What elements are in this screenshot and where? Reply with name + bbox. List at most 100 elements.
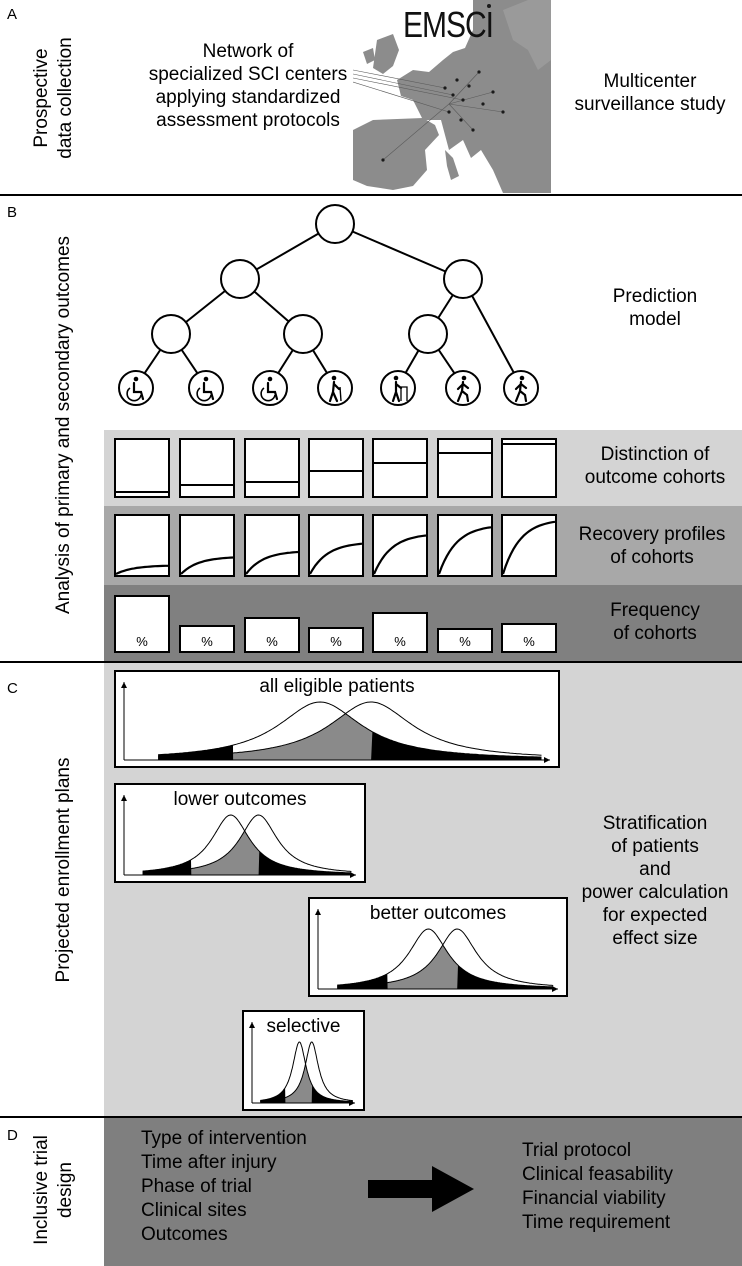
- frequency-bar: %: [437, 628, 493, 653]
- distinction-box: [308, 438, 364, 498]
- recovery-curve: [116, 564, 168, 575]
- europe-map-svg: [353, 0, 551, 193]
- plot-lower-outcomes: lower outcomes: [114, 783, 366, 883]
- recovery-line: [246, 550, 298, 575]
- recovery-box: [179, 514, 235, 577]
- distribution-curves: [121, 795, 356, 878]
- network-text: Network of specialized SCI centers apply…: [148, 41, 348, 131]
- panel-b-letter: B: [7, 204, 18, 221]
- trial-inputs-list: Type of intervention Time after injury P…: [141, 1127, 307, 1247]
- distinction-box: [501, 438, 557, 498]
- list-item: Clinical feasability: [522, 1164, 674, 1185]
- percent-label: %: [136, 634, 148, 649]
- overlap-area: [158, 714, 542, 760]
- percent-label: %: [266, 634, 278, 649]
- cohort-level-line: [181, 484, 233, 486]
- panel-d-letter: D: [7, 1127, 18, 1144]
- divider-ab: [0, 194, 742, 196]
- list-item: Phase of trial: [141, 1176, 252, 1197]
- recovery-curve: [439, 526, 491, 575]
- study-text: Multicenter surveillance study: [574, 71, 726, 115]
- distinction-box: [244, 438, 300, 498]
- cohort-level-line: [116, 491, 168, 493]
- plot-all-eligible: all eligible patients: [114, 670, 560, 768]
- panel-c-letter: C: [7, 680, 18, 697]
- recovery-label: Recovery profiles of cohorts: [578, 524, 726, 568]
- plot-title: better outcomes: [369, 903, 507, 924]
- distribution-line: [142, 814, 352, 874]
- percent-label: %: [523, 634, 535, 649]
- panel-a-letter: A: [7, 6, 18, 23]
- tail-area: [337, 973, 388, 989]
- recovery-box: [501, 514, 557, 577]
- tail-area: [258, 851, 352, 875]
- panel-c-side-label: Projected enrollment plans: [53, 757, 74, 983]
- percent-label: %: [394, 634, 406, 649]
- tree-node: [283, 314, 323, 354]
- distribution-curves: [249, 1022, 355, 1106]
- plot-selective: selective: [242, 1010, 365, 1111]
- recovery-line: [181, 556, 233, 575]
- cohort-level-line: [374, 462, 426, 464]
- recovery-line: [116, 564, 168, 575]
- list-item: Outcomes: [141, 1224, 228, 1245]
- stratification-text: Stratification of patients and power cal…: [581, 813, 729, 949]
- list-item: Time after injury: [141, 1152, 277, 1173]
- plot-better-outcomes: better outcomes: [308, 897, 568, 997]
- distribution-line: [260, 1041, 353, 1103]
- distinction-box: [437, 438, 493, 498]
- distribution-line: [337, 928, 554, 988]
- recovery-box: [244, 514, 300, 577]
- tail-area: [371, 731, 542, 760]
- axis-lines: [123, 682, 550, 761]
- frequency-bar: %: [501, 623, 557, 653]
- list-item: Time requirement: [522, 1212, 671, 1233]
- europe-map: EMSCI: [353, 0, 551, 193]
- distribution-line: [337, 928, 554, 988]
- trial-outputs-list: Trial protocol Clinical feasability Fina…: [522, 1139, 673, 1235]
- tree-node: [220, 259, 260, 299]
- recovery-box: [308, 514, 364, 577]
- axis-lines: [123, 795, 356, 876]
- percent-label: %: [330, 634, 342, 649]
- panel-b-side-label: Analysis of primary and secondary outcom…: [53, 235, 74, 615]
- axis-lines: [251, 1022, 355, 1104]
- recovery-box: [437, 514, 493, 577]
- percent-label: %: [201, 634, 213, 649]
- tree-node: [443, 259, 483, 299]
- recovery-line: [439, 526, 491, 575]
- tail-area: [311, 1084, 353, 1103]
- cohort-level-line: [246, 481, 298, 483]
- overlap-area: [260, 1064, 353, 1103]
- distribution-line: [142, 814, 352, 874]
- tree-root-node: [315, 204, 355, 244]
- map-label: EMSCI: [403, 6, 494, 46]
- overlap-area: [337, 945, 554, 989]
- distinction-box: [372, 438, 428, 498]
- tree-node: [408, 314, 448, 354]
- recovery-line: [374, 534, 426, 575]
- cohort-level-line: [503, 443, 555, 445]
- tail-area: [142, 859, 192, 875]
- distribution-curves: [121, 682, 550, 763]
- recovery-curve: [374, 534, 426, 575]
- divider-cd: [0, 1116, 742, 1118]
- panel-a-side-label: Prospective data collection: [31, 37, 76, 159]
- list-item: Financial viability: [522, 1188, 666, 1209]
- distribution-line: [260, 1041, 354, 1102]
- recovery-curve: [310, 542, 362, 575]
- plot-title: all eligible patients: [259, 676, 415, 697]
- frequency-label: Frequency of cohorts: [610, 600, 700, 644]
- list-item: Trial protocol: [522, 1140, 632, 1161]
- percent-label: %: [459, 634, 471, 649]
- plot-title: selective: [266, 1016, 341, 1037]
- list-item: Type of intervention: [141, 1128, 307, 1149]
- prediction-model-label: Prediction model: [612, 286, 698, 330]
- frequency-bar: %: [244, 617, 300, 653]
- recovery-line: [310, 542, 362, 575]
- recovery-curve: [181, 556, 233, 575]
- axis-lines: [317, 909, 558, 990]
- frequency-bar: %: [114, 595, 170, 653]
- distinction-box: [179, 438, 235, 498]
- recovery-box: [372, 514, 428, 577]
